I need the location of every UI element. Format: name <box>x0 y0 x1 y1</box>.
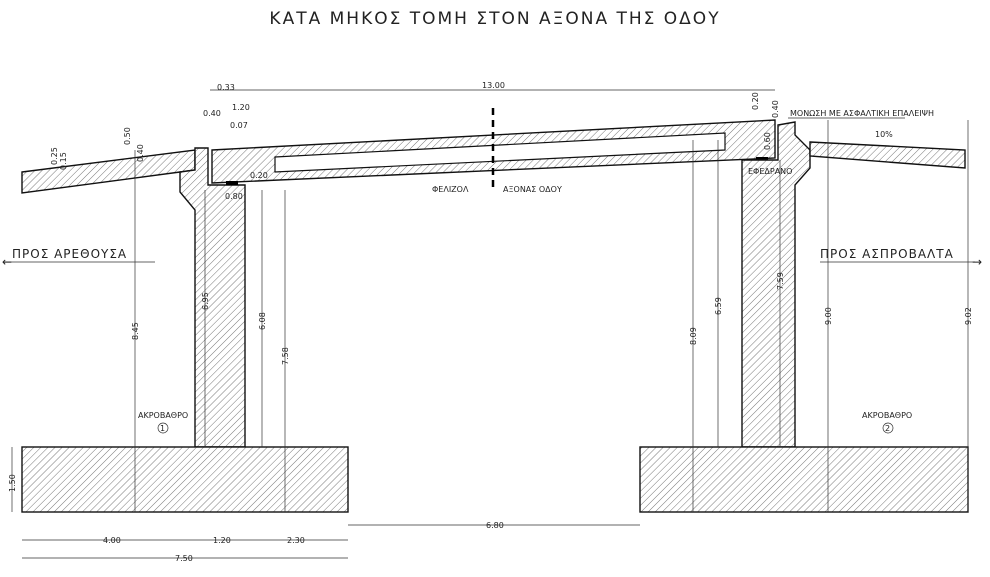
dimension-value: 0.40 <box>203 109 221 118</box>
arrow-left-icon: ← <box>2 255 12 269</box>
left-footing <box>21 446 349 513</box>
left-approach-slab <box>21 149 196 194</box>
dimension-value: 7.58 <box>281 347 290 365</box>
dimension-value: 0.40 <box>136 144 145 162</box>
slope-label: 10% <box>875 130 893 139</box>
dimension-texts: 13.00 0.33 1.20 0.40 0.07 0.20 0.80 0.25… <box>8 81 973 563</box>
dimension-value: 1.20 <box>213 536 231 545</box>
dimension-value: 0.40 <box>771 100 780 118</box>
dimension-value: 0.20 <box>751 92 760 110</box>
dimension-value: 9.02 <box>964 307 973 325</box>
dimension-value: 0.20 <box>250 171 268 180</box>
drawing-title: ΚΑΤΑ ΜΗΚΟΣ ΤΟΜΗ ΣΤΟΝ ΑΞΟΝΑ ΤΗΣ ΟΔΟΥ <box>269 9 720 29</box>
dimension-value: 13.00 <box>482 81 505 90</box>
dimension-value: 0.25 <box>50 147 59 165</box>
dimension-value: 1.20 <box>232 103 250 112</box>
dimension-value: 7.50 <box>175 554 193 563</box>
arrow-right-icon: → <box>972 255 982 269</box>
dimension-value: 6.95 <box>201 292 210 310</box>
dimension-value: 2.30 <box>287 536 305 545</box>
dimension-value: 8.45 <box>131 322 140 340</box>
road-axis-label: ΑΞΟΝΑΣ ΟΔΟΥ <box>503 185 562 194</box>
dimension-value: 1.50 <box>8 474 17 492</box>
bearing-label: ΕΦΕΔΡΑΝΟ <box>748 167 792 176</box>
dimension-lines <box>5 89 975 559</box>
dimension-value: 0.15 <box>59 152 68 170</box>
dimension-value: 0.07 <box>230 121 248 130</box>
dimension-value: 6.08 <box>258 312 267 330</box>
styrofoam-label: ΦΕΛΙΖΟΛ <box>432 185 469 194</box>
left-bearing <box>226 181 238 185</box>
abutment-2-marker <box>882 422 894 434</box>
abutment-2-label: ΑΚΡΟΒΑΘΡΟ <box>862 411 912 420</box>
dimension-value: 0.50 <box>123 127 132 145</box>
dimension-value: 6.59 <box>714 297 723 315</box>
dimension-value: 0.33 <box>217 83 235 92</box>
dimension-value: 7.59 <box>776 272 785 290</box>
abutment-2-number: 2 <box>885 424 890 433</box>
dimension-value: 4.00 <box>103 536 121 545</box>
abutment-1-marker <box>157 422 169 434</box>
dimension-value: 9.00 <box>824 307 833 325</box>
dimension-value: 6.80 <box>486 521 504 530</box>
abutment-1-number: 1 <box>160 424 165 433</box>
right-footing <box>639 446 969 513</box>
dimension-value: 0.60 <box>763 132 772 150</box>
direction-left-label: ΠΡΟΣ ΑΡΕΘΟΥΣΑ <box>12 247 127 261</box>
insulation-note: ΜΟΝΩΣΗ ΜΕ ΑΣΦΑΛΤΙΚΗ ΕΠΑΛΕΙΨΗ <box>790 109 934 118</box>
styrofoam-void <box>274 132 726 173</box>
dimension-value: 0.80 <box>225 192 243 201</box>
right-approach-slab <box>809 141 966 169</box>
right-bearing <box>756 157 768 161</box>
direction-right-label: ΠΡΟΣ ΑΣΠΡΟΒΑΛΤΑ <box>820 247 954 261</box>
abutment-1-label: ΑΚΡΟΒΑΘΡΟ <box>138 411 188 420</box>
dimension-value: 8.09 <box>689 327 698 345</box>
